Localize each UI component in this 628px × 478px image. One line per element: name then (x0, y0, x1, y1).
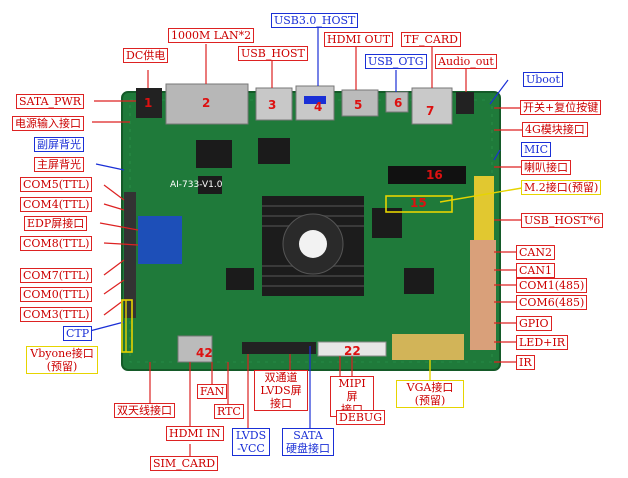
usb-host-connector (255, 87, 293, 121)
label-4g-module: 4G模块接口 (522, 122, 588, 137)
chip (198, 176, 222, 194)
label-lvds-vcc: LVDS -VCC (232, 428, 270, 456)
label-led-ir: LED+IR (516, 335, 568, 350)
label-sata-pwr: SATA_PWR (16, 94, 85, 109)
label-usb-host6: USB_HOST*6 (521, 213, 604, 228)
vbyone-highlight (121, 299, 133, 353)
label-sub-backlight: 副屏背光 (34, 137, 84, 152)
m2-slot (388, 166, 466, 184)
usb3-tongue (304, 96, 326, 104)
chip (372, 208, 402, 238)
label-com6: COM6(485) (516, 295, 588, 310)
hdmi-out-connector (341, 89, 379, 117)
m2-highlight (385, 195, 453, 213)
label-dual-lvds: 双通道 LVDS屏 接口 (254, 370, 308, 411)
lan-connector (165, 83, 249, 125)
left-header (124, 192, 136, 318)
label-usb-host-top: USB_HOST (238, 46, 308, 61)
label-can1: CAN1 (516, 263, 555, 278)
label-dual-antenna: 双天线接口 (114, 403, 175, 418)
label-hdmi-out: HDMI OUT (324, 32, 394, 47)
fan-hub (299, 230, 327, 258)
label-lan: 1000M LAN*2 (168, 28, 255, 43)
label-vga: VGA接口 (预留) (396, 380, 464, 408)
dc-jack (136, 88, 162, 118)
label-uboot: Uboot (523, 72, 563, 87)
label-tf-card: TF_CARD (401, 32, 461, 47)
label-com5: COM5(TTL) (20, 177, 93, 192)
audio-jack (456, 92, 474, 114)
label-switch-reset: 开关+复位按键 (520, 100, 602, 115)
label-com1: COM1(485) (516, 278, 588, 293)
chip (196, 140, 232, 168)
chip (226, 268, 254, 290)
label-m2: M.2接口(预留) (521, 180, 602, 195)
label-usb-otg: USB_OTG (365, 54, 427, 69)
usb-otg-connector (385, 91, 409, 113)
label-com3: COM3(TTL) (20, 307, 93, 322)
label-mic: MIC (521, 142, 552, 157)
label-dc-power: DC供电 (123, 48, 169, 63)
callout-number: 22 (344, 344, 361, 358)
callout-number: 3 (268, 98, 277, 112)
vga-connector (392, 334, 464, 360)
callout-number: 7 (426, 104, 435, 118)
callout-number: 42 (196, 346, 213, 360)
label-power-input: 电源输入接口 (12, 116, 84, 131)
callout-number: 16 (426, 168, 443, 182)
label-com0: COM0(TTL) (20, 287, 93, 302)
label-hdmi-in: HDMI IN (166, 426, 224, 441)
callout-number: 5 (354, 98, 363, 112)
callout-number: 2 (202, 96, 211, 110)
label-edp: EDP屏接口 (24, 216, 88, 231)
right-terminal (470, 240, 496, 350)
label-sim-card: SIM_CARD (150, 456, 219, 471)
callout-number: 1 (144, 96, 153, 110)
board-silkscreen: AI-733-V1.0 (170, 180, 223, 190)
label-speaker: 喇叭接口 (521, 160, 571, 175)
label-ir: IR (516, 355, 535, 370)
callout-number: 4 (314, 100, 323, 114)
label-can2: CAN2 (516, 245, 555, 260)
lvds-connector (242, 342, 316, 354)
label-fan: FAN (197, 384, 228, 399)
label-rtc: RTC (214, 404, 244, 419)
callout-number: 15 (410, 196, 427, 210)
label-audio-out: Audio_out (435, 54, 497, 69)
label-gpio: GPIO (516, 316, 552, 331)
hdmi-in-connector (177, 335, 213, 363)
label-usb3-host: USB3.0_HOST (271, 13, 359, 28)
label-com8: COM8(TTL) (20, 236, 93, 251)
label-com4: COM4(TTL) (20, 197, 93, 212)
label-sata: SATA 硬盘接口 (282, 428, 334, 456)
label-com7: COM7(TTL) (20, 268, 93, 283)
label-debug: DEBUG (336, 410, 385, 425)
label-vbyone: Vbyone接口 (预留) (26, 346, 98, 374)
label-ctp: CTP (63, 326, 93, 341)
chip (404, 268, 434, 294)
chip (258, 138, 290, 164)
callout-number: 6 (394, 96, 403, 110)
label-main-backlight: 主屏背光 (34, 157, 84, 172)
edp-connector (138, 216, 182, 264)
